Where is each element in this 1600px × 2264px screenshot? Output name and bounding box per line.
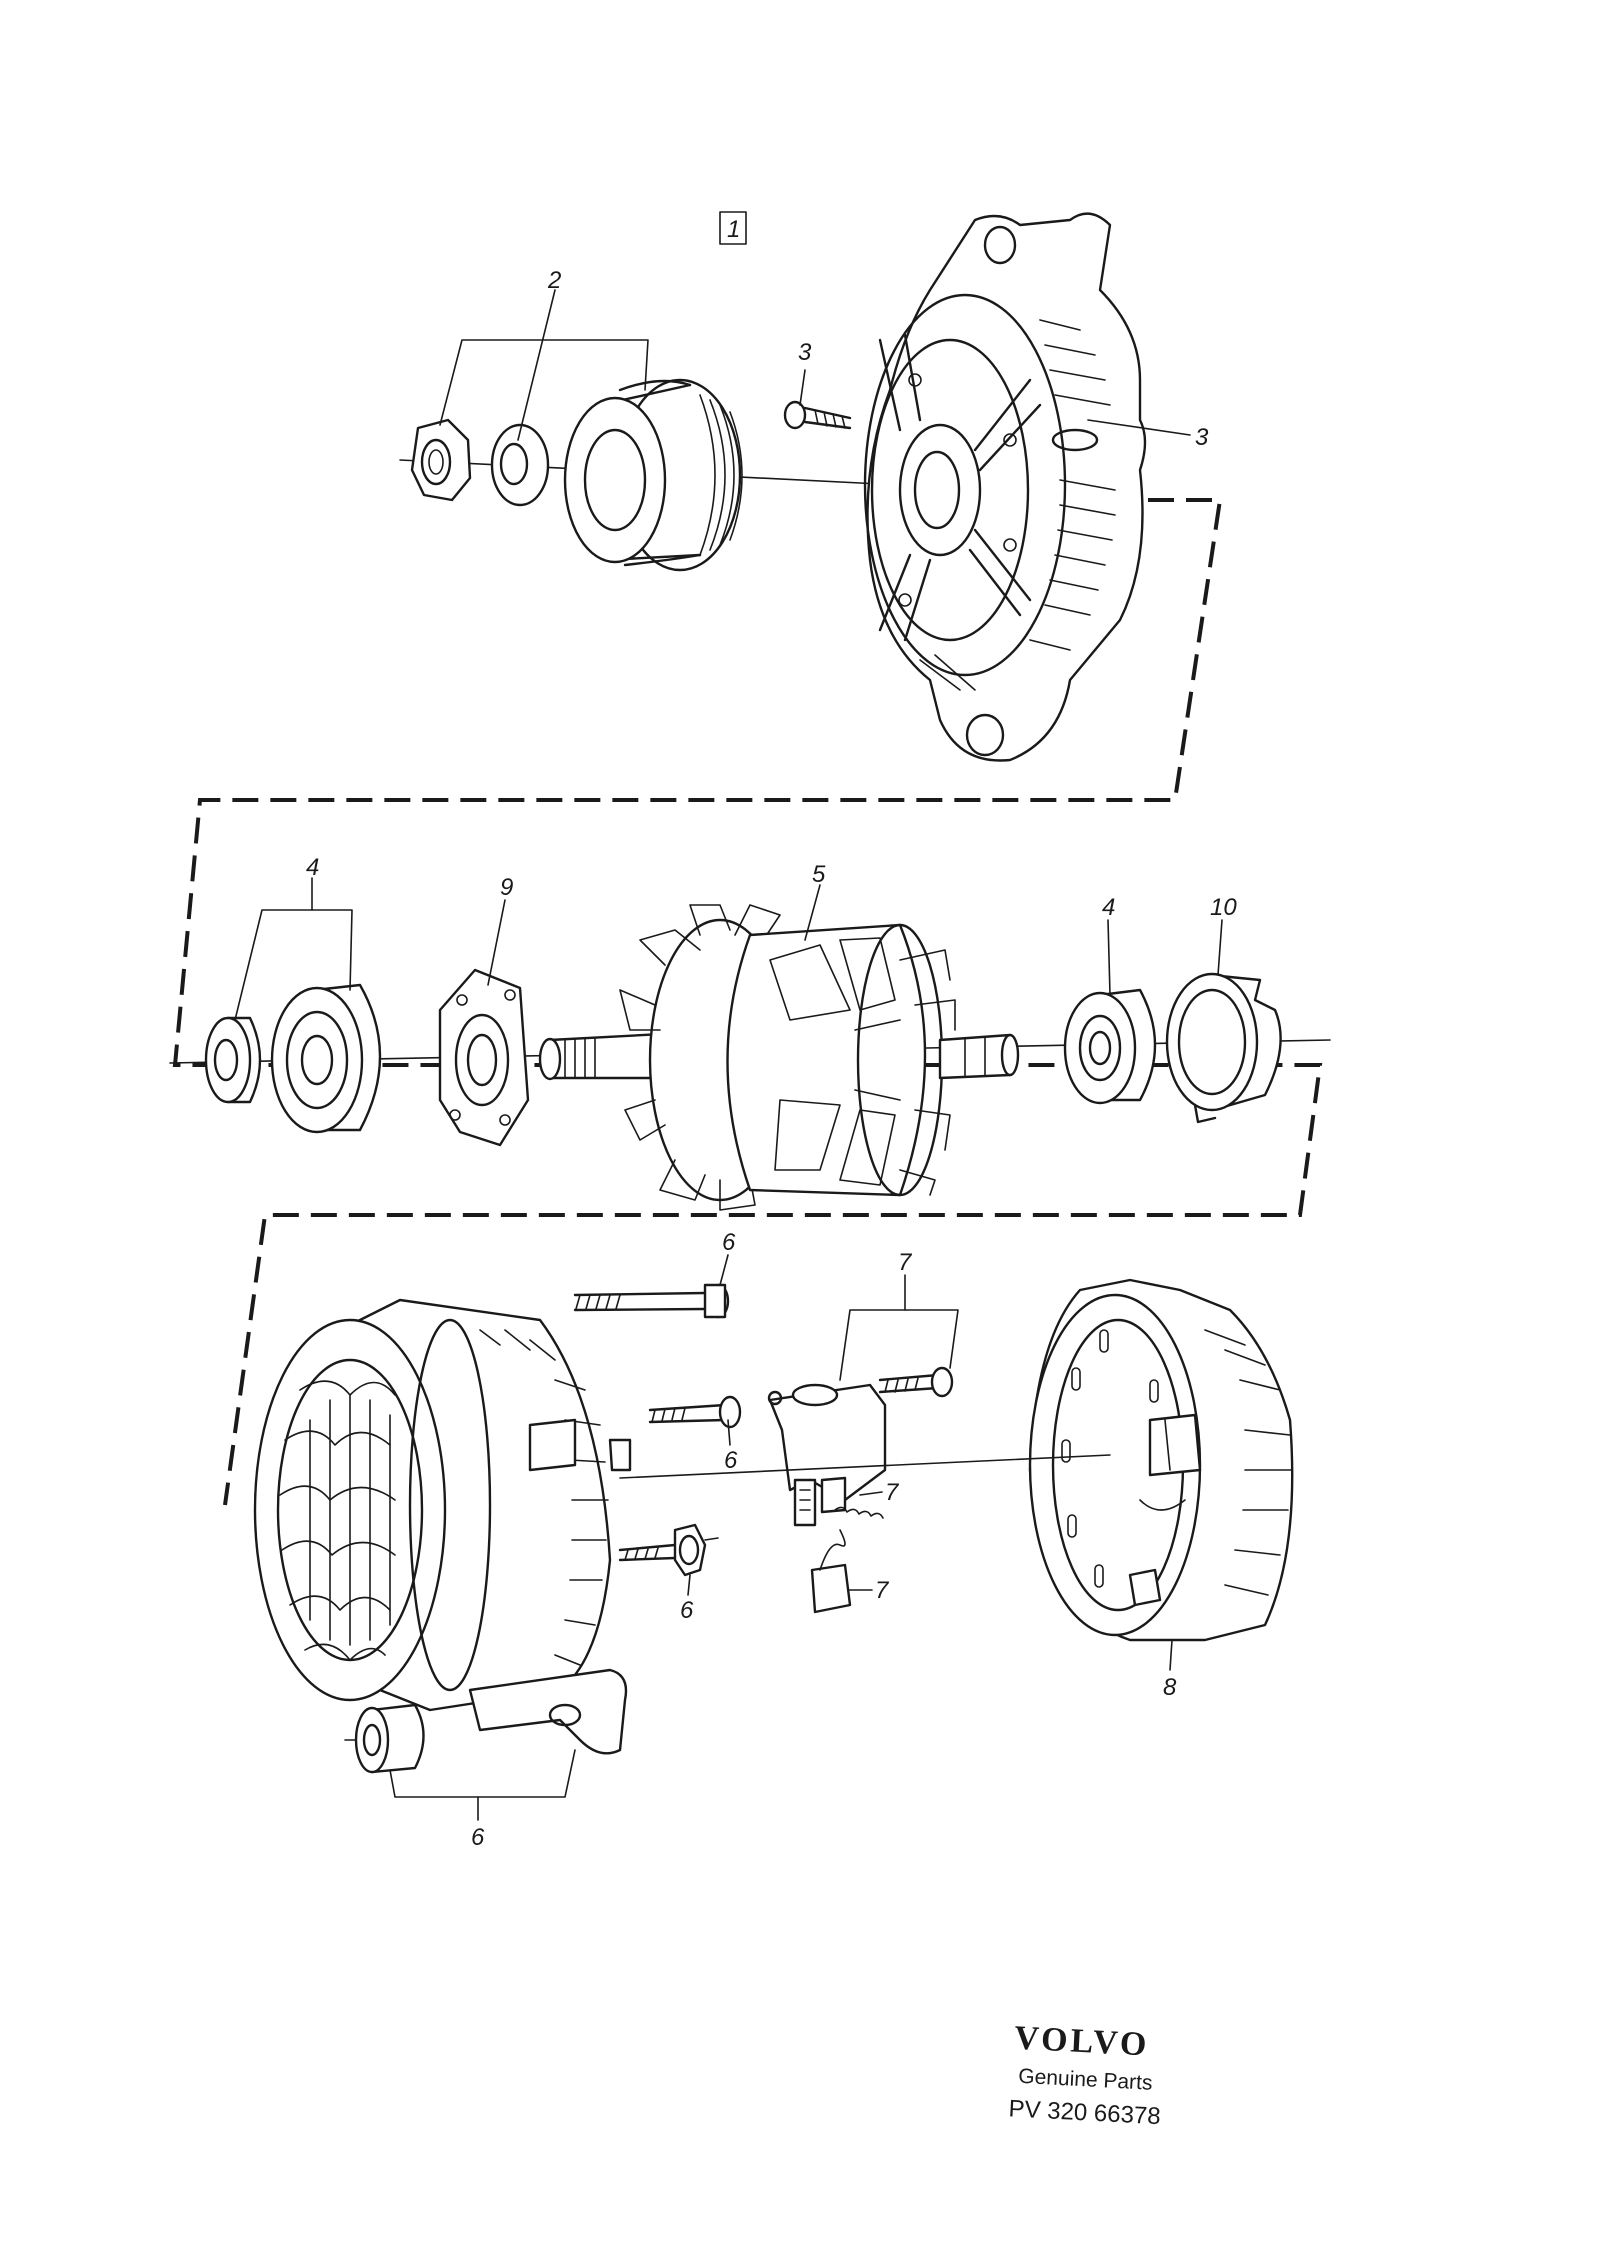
bracket-screw [783, 400, 852, 430]
group-number-box [719, 211, 747, 245]
callout-6-nut: 6 [680, 1597, 694, 1624]
part-number-code: PV 320 66378 [1008, 2095, 1161, 2130]
bearing-spacer [204, 1016, 262, 1104]
pulley-nut [410, 418, 472, 502]
bearing-insulating-ring [1165, 972, 1282, 1124]
genuine-parts-text: Genuine Parts [1018, 2065, 1153, 2095]
callout-7-brush: 7 [875, 1577, 890, 1604]
leaders-top [439, 289, 1191, 441]
callout-group-1: 1 [727, 216, 740, 243]
callout-3-screw: 3 [798, 339, 812, 366]
callout-3-bracket: 3 [1195, 424, 1209, 451]
callout-4-rear: 4 [1102, 894, 1115, 921]
callout-labels: 1 2 3 3 4 9 5 4 10 6 7 6 7 7 6 8 6 [306, 211, 1237, 1851]
carbon-brush [810, 1529, 852, 1614]
pulley [563, 378, 743, 572]
rotor [538, 904, 1020, 1211]
drive-end-bearing [270, 983, 382, 1134]
bearing-retainer-plate [438, 968, 530, 1147]
callout-6-stator-bolt: 6 [724, 1447, 738, 1474]
drive-end-bracket [863, 212, 1147, 762]
assembly-guide-lines [172, 498, 1323, 1506]
voltage-regulator [767, 1366, 954, 1527]
volvo-logo: VOLVO [1013, 2020, 1150, 2064]
slip-ring-end-bearing [1063, 988, 1157, 1105]
callout-8: 8 [1163, 1674, 1177, 1701]
callout-5: 5 [812, 861, 826, 888]
brush-spring [834, 1506, 884, 1519]
callout-9: 9 [500, 874, 513, 901]
leaders-middle [234, 877, 1223, 1021]
mounting-sleeve [344, 1703, 425, 1774]
callout-2: 2 [547, 267, 561, 294]
callout-6-sleeve: 6 [471, 1824, 485, 1851]
callout-7-regulator: 7 [898, 1249, 913, 1276]
terminal-nut [618, 1523, 719, 1577]
rear-cover [1028, 1278, 1294, 1642]
callout-6-bolt: 6 [722, 1229, 736, 1256]
stator-housing [253, 1298, 632, 1755]
leaders-bottom [389, 1254, 1173, 1821]
branding-block: VOLVO Genuine Parts PV 320 66378 [1008, 2020, 1161, 2131]
callout-10: 10 [1210, 894, 1237, 921]
callout-7-spring: 7 [885, 1479, 900, 1506]
through-bolt [573, 1283, 730, 1319]
pulley-washer [490, 423, 550, 507]
stator-bolt [648, 1395, 742, 1429]
callout-4-front: 4 [306, 854, 319, 881]
